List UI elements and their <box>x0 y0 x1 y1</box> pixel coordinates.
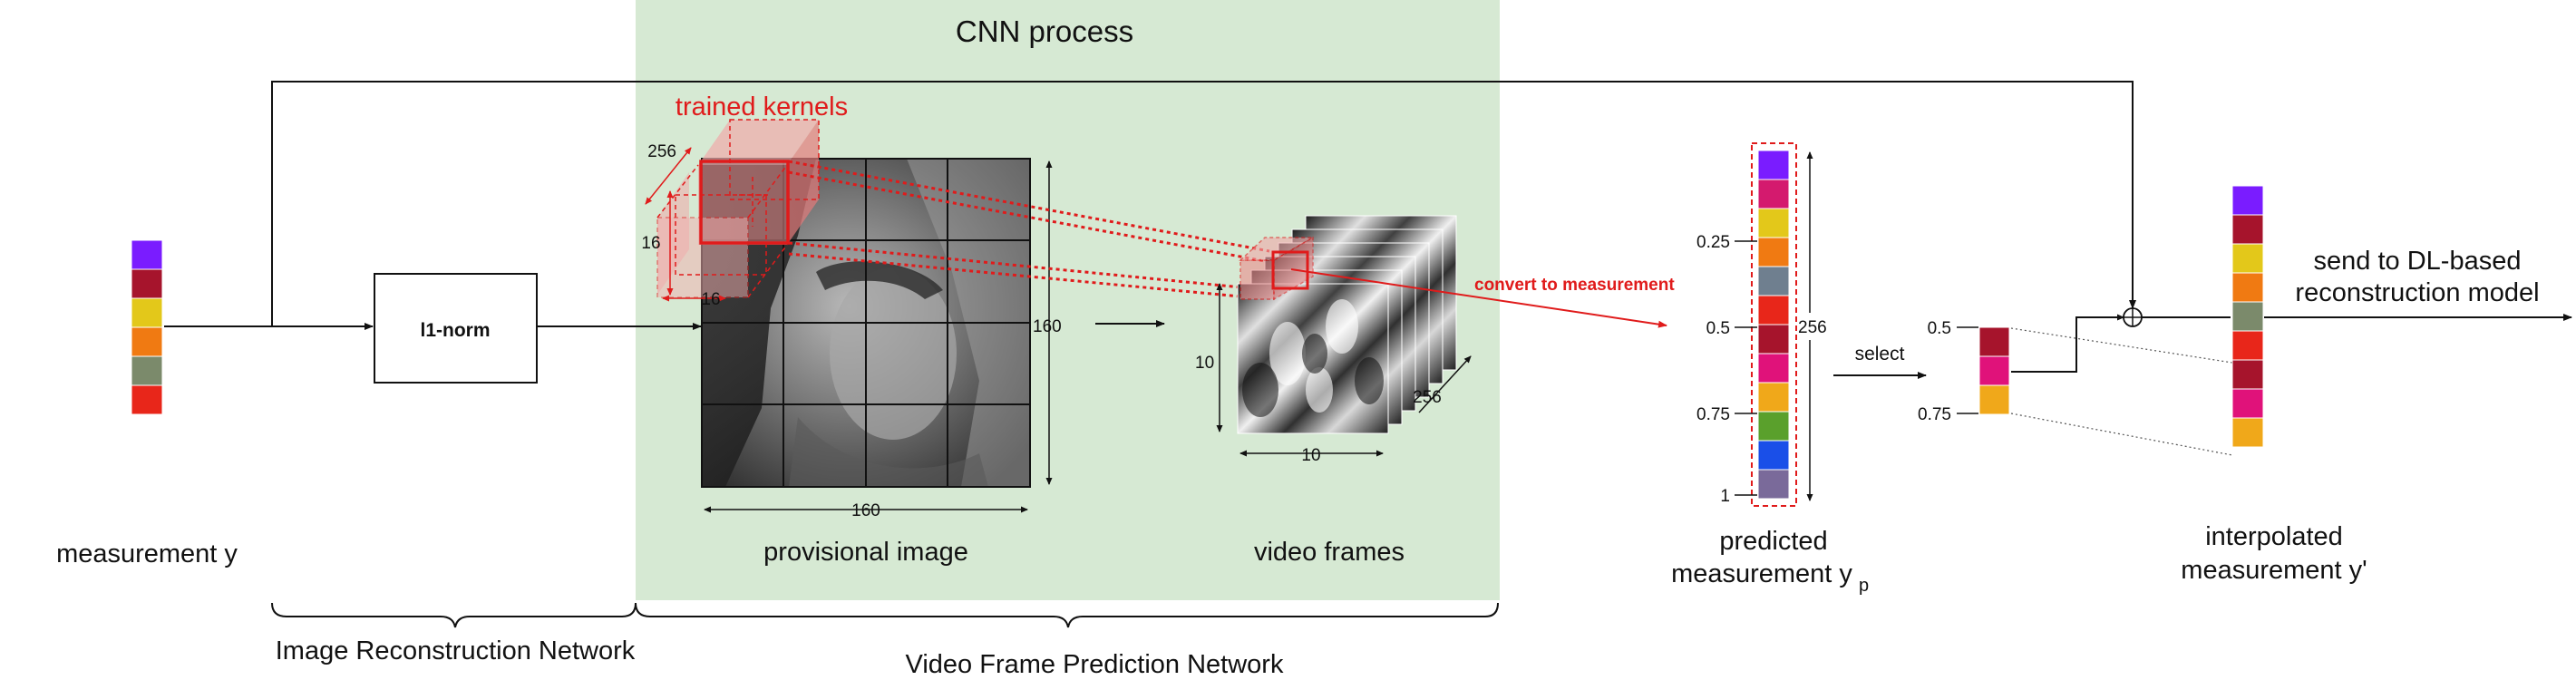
measurement-cell <box>131 355 163 386</box>
feedback-line <box>271 81 2136 326</box>
predicted-tick-label: 0.5 <box>1706 319 1730 338</box>
measurement-cell <box>131 268 163 299</box>
selected-cell <box>1978 326 2010 357</box>
predicted-length-label: 256 <box>1798 318 1827 337</box>
predicted-ticks: 0.25 0.5 0.75 1 <box>1696 233 1757 506</box>
interpolated-label-line1: interpolated <box>2205 522 2343 551</box>
svg-text:0.5: 0.5 <box>1928 319 1951 338</box>
interpolated-cell <box>2231 272 2264 303</box>
trained-kernels-label: trained kernels <box>676 92 848 121</box>
selected-ticks: 0.5 0.75 <box>1918 319 1978 424</box>
interp-dotted-lines <box>2010 327 2233 456</box>
video-height-label: 10 <box>1195 354 1214 373</box>
video-prediction-brace <box>635 602 1499 628</box>
selected-to-sum-line <box>2011 314 2124 373</box>
interpolated-cell <box>2231 214 2264 245</box>
video-width-label: 10 <box>1301 446 1320 465</box>
interpolated-label-line2: measurement y' <box>2181 556 2367 585</box>
provisional-width-label: 160 <box>851 501 880 520</box>
kernel-depth-dim <box>645 147 692 205</box>
convert-label: convert to measurement <box>1474 276 1675 295</box>
predicted-cell <box>1757 382 1790 413</box>
l1-norm-box <box>374 273 538 384</box>
video-depth-label: 256 <box>1413 388 1442 407</box>
video-frames-stack <box>1237 215 1457 434</box>
provisional-image-label: provisional image <box>763 538 968 567</box>
image-reconstruction-label: Image Reconstruction Network <box>276 636 636 665</box>
predicted-cell <box>1757 179 1790 209</box>
predicted-tick-label: 1 <box>1720 487 1730 506</box>
measurement-cell <box>131 326 163 357</box>
predicted-cell <box>1757 353 1790 384</box>
kernel-depth-label: 256 <box>647 142 676 161</box>
predicted-cell <box>1757 295 1790 325</box>
provisional-height-label: 160 <box>1033 317 1062 336</box>
interpolated-cell <box>2231 301 2264 332</box>
interpolated-cell <box>2231 330 2264 361</box>
measurement-y-label: measurement y <box>56 539 238 568</box>
predicted-cell <box>1757 324 1790 355</box>
predicted-cell <box>1757 208 1790 238</box>
video-frames-label: video frames <box>1254 538 1405 567</box>
video-depth-dim <box>1418 355 1472 413</box>
cnn-panel-title: CNN process <box>956 15 1133 48</box>
kernel-width-label: 16 <box>701 290 720 309</box>
predicted-cell <box>1757 469 1790 500</box>
predicted-tick-label: 0.25 <box>1696 233 1730 252</box>
interpolated-cell <box>2231 388 2264 419</box>
measurement-cell <box>131 297 163 328</box>
interpolated-cell <box>2231 243 2264 274</box>
interpolated-cell <box>2231 185 2264 216</box>
predicted-label-subscript: p <box>1859 576 1869 596</box>
output-label-line1: send to DL-based <box>2314 247 2522 276</box>
convert-arrow <box>1290 268 1667 328</box>
kernel-height-label: 16 <box>641 234 660 253</box>
predicted-cell <box>1757 150 1790 180</box>
svg-text:0.75: 0.75 <box>1918 405 1951 424</box>
selected-cell <box>1978 355 2010 386</box>
image-reconstruction-brace <box>271 602 637 628</box>
measurement-cell <box>131 384 163 415</box>
output-label-line2: reconstruction model <box>2295 278 2539 307</box>
predicted-cell <box>1757 237 1790 267</box>
kernel-projection-lines <box>788 160 1270 301</box>
predicted-cell <box>1757 266 1790 296</box>
measurement-y-bar <box>131 239 163 415</box>
sum-node-icon <box>2123 307 2143 327</box>
predicted-label-line2: measurement y <box>1671 559 1852 588</box>
interpolated-cell <box>2231 359 2264 390</box>
predicted-cell <box>1757 440 1790 471</box>
predicted-highlight <box>1751 142 1797 507</box>
predicted-label-line1: predicted <box>1719 527 1827 556</box>
video-prediction-label: Video Frame Prediction Network <box>906 650 1284 679</box>
measurement-cell <box>131 239 163 270</box>
interpolated-measurement-bar <box>2231 185 2264 448</box>
select-label: select <box>1855 344 1905 364</box>
l1-norm-label: l1-norm <box>420 320 490 341</box>
selected-cell <box>1978 384 2010 415</box>
predicted-measurement-bar <box>1757 150 1790 500</box>
selected-samples-bar <box>1978 326 2010 415</box>
predicted-cell <box>1757 411 1790 442</box>
predicted-tick-label: 0.75 <box>1696 405 1730 424</box>
interpolated-cell <box>2231 417 2264 448</box>
